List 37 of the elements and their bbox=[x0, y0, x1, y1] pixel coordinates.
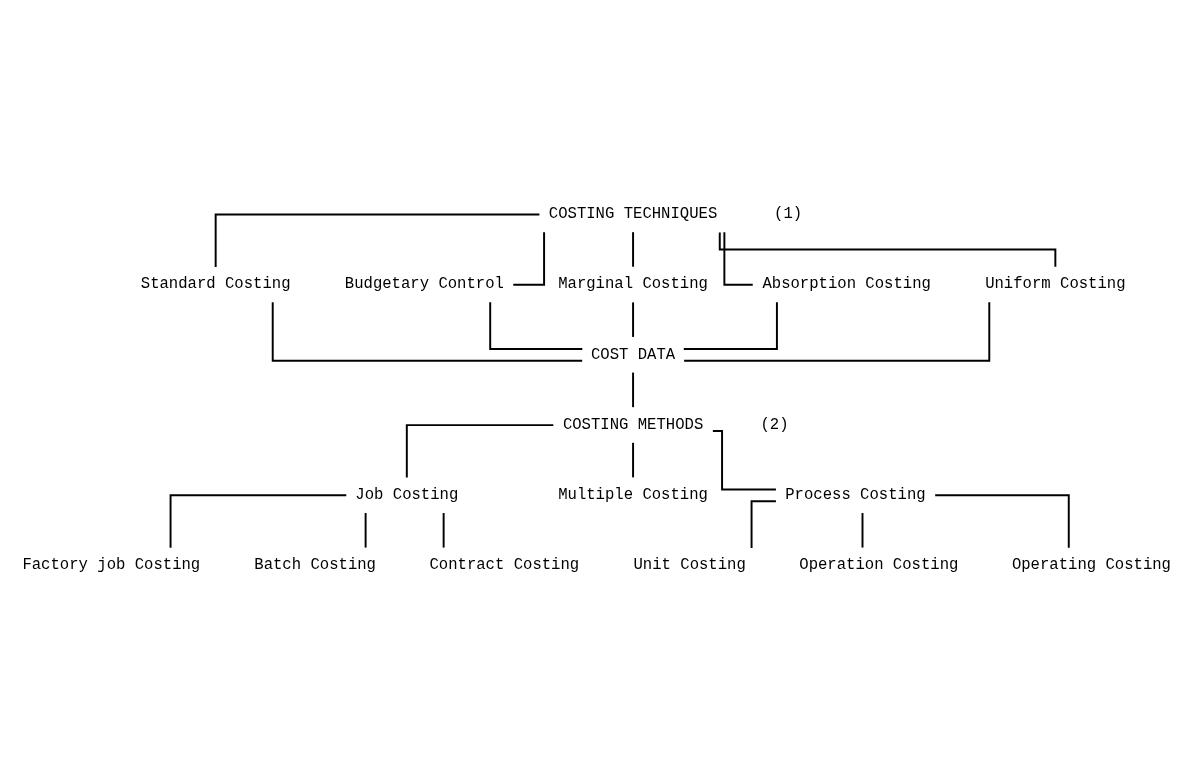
connector bbox=[934, 494, 1070, 549]
node-text: Job Costing bbox=[355, 486, 459, 505]
node-text: Contract Costing bbox=[429, 556, 580, 575]
node-text: Budgetary Control bbox=[344, 275, 504, 294]
node-text: Standard Costing bbox=[140, 275, 291, 294]
node-text: Factory job Costing bbox=[22, 556, 201, 575]
connector bbox=[723, 231, 754, 286]
label: (1) bbox=[774, 205, 803, 224]
connector bbox=[632, 231, 635, 268]
connector bbox=[489, 301, 584, 350]
connector bbox=[632, 441, 635, 479]
node-text: Operating Costing bbox=[1011, 556, 1171, 575]
node-text: Operation Costing bbox=[799, 556, 959, 575]
node-text: Marginal Costing bbox=[558, 275, 708, 294]
connector bbox=[682, 301, 778, 350]
connector bbox=[364, 512, 367, 549]
connector bbox=[442, 512, 445, 549]
connector bbox=[683, 301, 991, 362]
connector bbox=[169, 494, 348, 549]
connector bbox=[632, 371, 635, 409]
node-text: Absorption Costing bbox=[762, 275, 931, 294]
connector bbox=[512, 231, 546, 286]
connector bbox=[750, 500, 777, 549]
label: (2) bbox=[760, 415, 789, 434]
connector bbox=[405, 424, 555, 479]
connector bbox=[214, 213, 541, 268]
node-text: COSTING METHODS bbox=[562, 415, 704, 434]
node-text: Unit Costing bbox=[633, 556, 746, 575]
connector bbox=[271, 301, 584, 362]
node-text: COSTING TECHNIQUES bbox=[548, 205, 718, 224]
node-text: Multiple Costing bbox=[558, 486, 708, 505]
node-text: Batch Costing bbox=[254, 556, 376, 575]
connector bbox=[861, 512, 864, 549]
node-text: Process Costing bbox=[785, 486, 926, 505]
node-text: Uniform Costing bbox=[985, 275, 1126, 294]
node-text: COST DATA bbox=[590, 345, 676, 364]
connector bbox=[632, 301, 635, 338]
